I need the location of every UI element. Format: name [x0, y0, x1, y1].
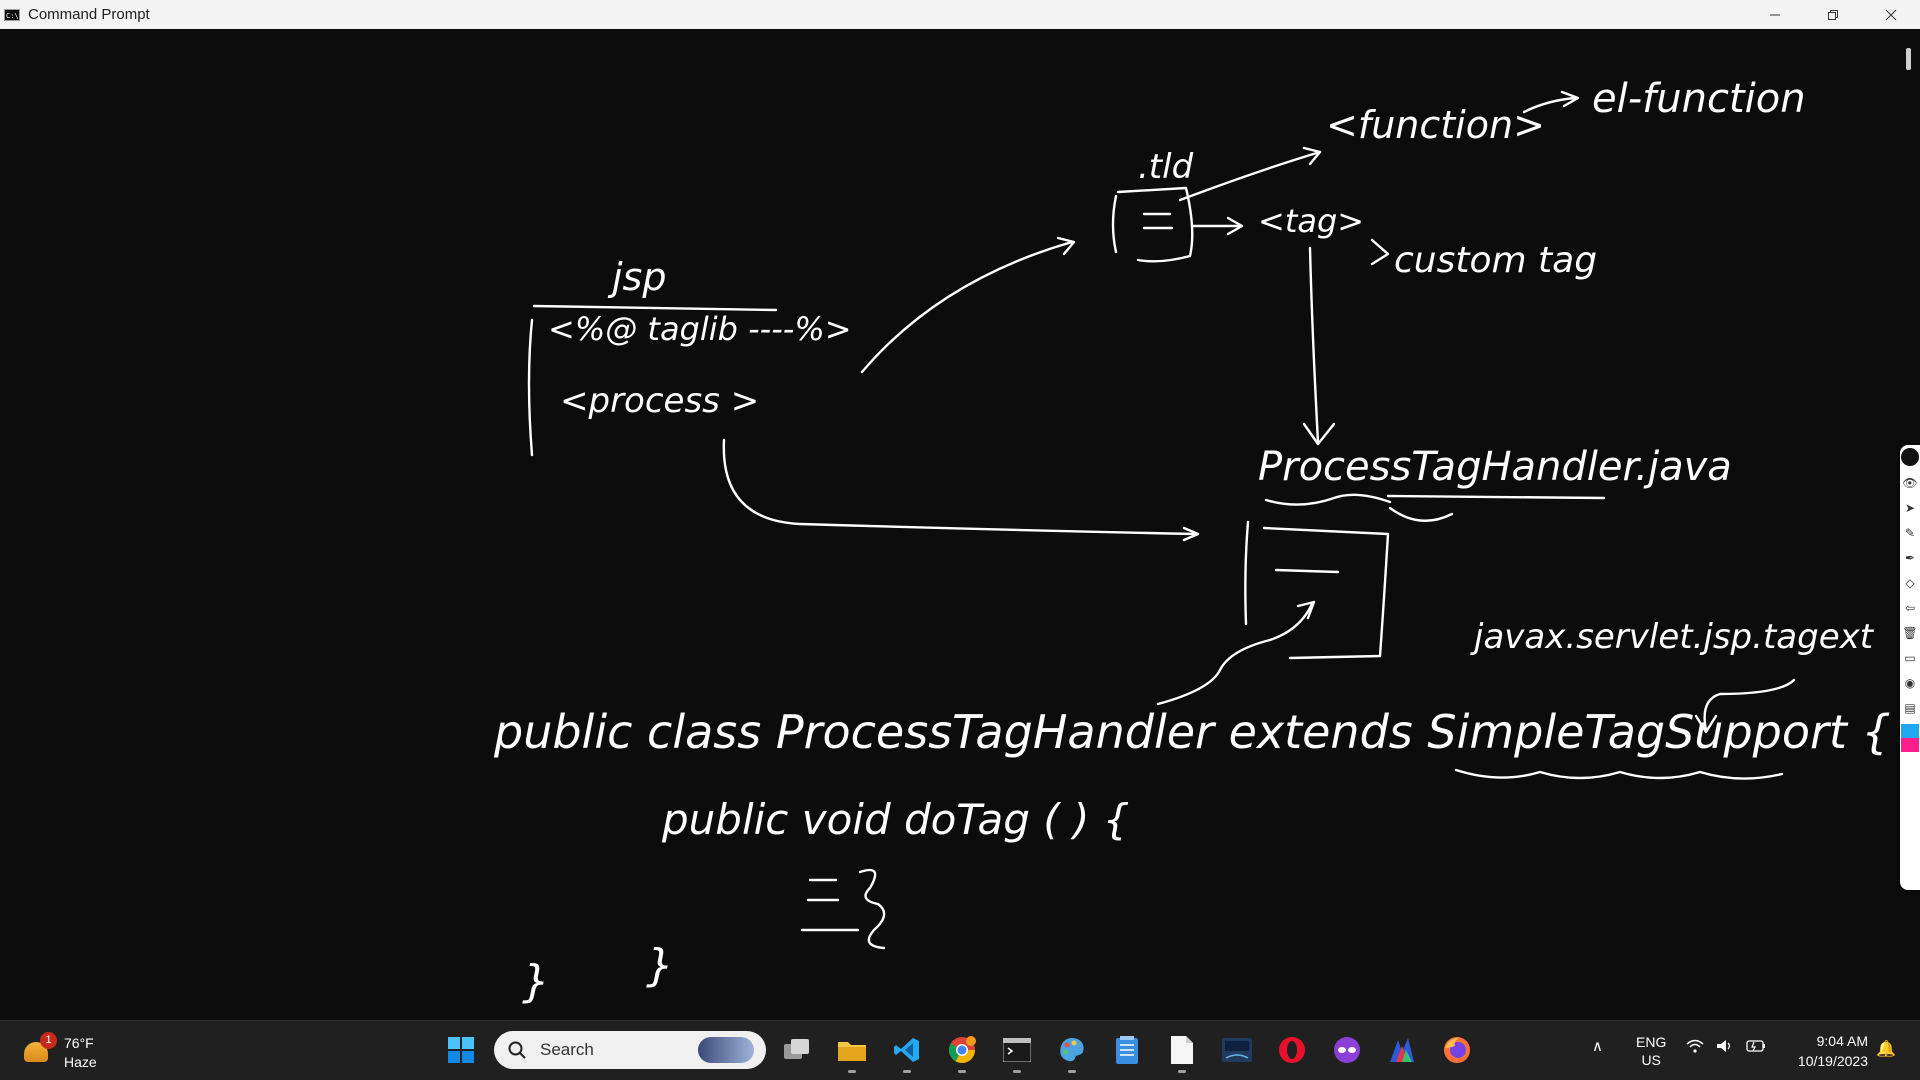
- volume-icon[interactable]: [1716, 1039, 1734, 1053]
- vscode-icon[interactable]: [890, 1033, 924, 1073]
- system-clock[interactable]: 9:04 AM 10/19/2023: [1782, 1031, 1868, 1071]
- weather-sun-icon: [24, 1042, 48, 1062]
- mask-app-icon[interactable]: [1330, 1033, 1364, 1067]
- weather-widget[interactable]: 1 76°F Haze: [22, 1030, 122, 1074]
- start-icon[interactable]: [444, 1033, 478, 1067]
- cursor-icon[interactable]: ➤: [1904, 501, 1916, 515]
- close-button[interactable]: [1862, 0, 1920, 29]
- scrollbar-thumb[interactable]: [1906, 48, 1911, 70]
- search-icon: [508, 1041, 526, 1059]
- running-indicator: [1068, 1070, 1076, 1073]
- clock-time: 9:04 AM: [1816, 1033, 1868, 1049]
- camera-icon[interactable]: ◉: [1904, 676, 1916, 690]
- pen-tool-panel[interactable]: 👁 ➤ ✎ ✒ ◇ ⇦ 🗑 ▭ ◉ ▤: [1900, 445, 1920, 890]
- command-prompt-icon: C:\: [4, 8, 20, 21]
- running-indicator: [1178, 1070, 1186, 1073]
- undo-icon[interactable]: ⇦: [1904, 601, 1916, 615]
- tray-overflow-chevron-icon[interactable]: ∧: [1592, 1037, 1603, 1055]
- file-icon[interactable]: [1165, 1033, 1199, 1073]
- highlighter-icon[interactable]: ✎: [1904, 526, 1916, 540]
- wifi-icon[interactable]: [1686, 1039, 1704, 1053]
- notepad-icon[interactable]: [1110, 1033, 1144, 1067]
- restore-button[interactable]: [1804, 0, 1862, 29]
- clock-date: 10/19/2023: [1797, 1053, 1868, 1069]
- art-app-icon[interactable]: [1385, 1033, 1419, 1067]
- terminal-icon[interactable]: [1000, 1033, 1034, 1073]
- task-view-icon[interactable]: [780, 1033, 814, 1067]
- title-bar: C:\ Command Prompt: [0, 0, 1920, 29]
- search-bar[interactable]: Search: [494, 1031, 766, 1069]
- console-area[interactable]: [0, 29, 1898, 1020]
- opera-icon[interactable]: [1275, 1033, 1309, 1067]
- eraser-icon[interactable]: ◇: [1905, 576, 1915, 590]
- system-tray-icons[interactable]: [1686, 1039, 1766, 1053]
- mysql-icon[interactable]: [1220, 1033, 1254, 1067]
- pen-icon[interactable]: ✒: [1904, 551, 1916, 565]
- file-explorer-icon[interactable]: [835, 1033, 869, 1073]
- running-indicator: [958, 1070, 966, 1073]
- weather-badge: 1: [40, 1032, 57, 1049]
- battery-icon[interactable]: [1746, 1039, 1766, 1053]
- notification-bell-icon[interactable]: 🔔: [1876, 1039, 1896, 1058]
- weather-condition: Haze: [64, 1054, 97, 1070]
- paint-icon[interactable]: [1055, 1033, 1089, 1073]
- firefox-icon[interactable]: [1440, 1033, 1474, 1067]
- minimize-button[interactable]: [1746, 0, 1804, 29]
- running-indicator: [1013, 1070, 1021, 1073]
- weather-temperature: 76°F: [64, 1035, 94, 1051]
- clipboard-icon[interactable]: ▤: [1904, 701, 1916, 715]
- color-swatch-blue[interactable]: [1901, 724, 1919, 738]
- color-swatch-pink[interactable]: [1901, 738, 1919, 752]
- language-code: ENG: [1636, 1034, 1667, 1050]
- trash-icon[interactable]: 🗑: [1902, 626, 1918, 640]
- language-indicator[interactable]: ENG US: [1636, 1033, 1666, 1069]
- taskbar: 1 76°F Haze Search: [0, 1020, 1920, 1080]
- running-indicator: [848, 1070, 856, 1073]
- running-indicator: [903, 1070, 911, 1073]
- region-code: US: [1641, 1052, 1661, 1068]
- window-title: Command Prompt: [28, 6, 150, 23]
- eye-icon[interactable]: 👁: [1902, 476, 1918, 490]
- window-controls: [1746, 0, 1920, 29]
- search-highlight-art: [698, 1037, 754, 1063]
- search-label: Search: [540, 1040, 594, 1059]
- chrome-icon[interactable]: [945, 1033, 979, 1073]
- pen-app-logo-icon[interactable]: [1901, 448, 1919, 466]
- screen-icon[interactable]: ▭: [1904, 651, 1916, 665]
